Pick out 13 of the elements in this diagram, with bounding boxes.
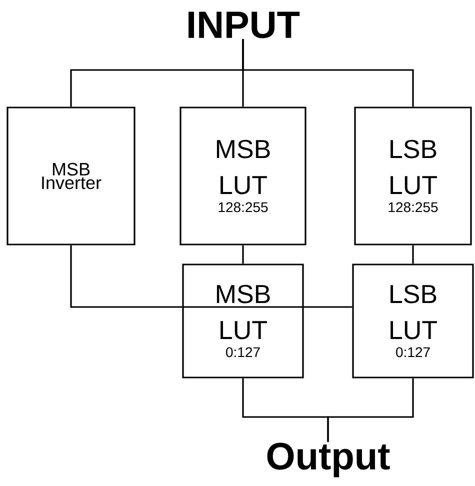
connector-line — [327, 378, 414, 442]
connector-line — [242, 245, 244, 264]
heading-label: INPUT — [188, 12, 300, 38]
connector-line — [412, 245, 414, 264]
lut-box: LSB LUT 0:127 — [352, 264, 474, 378]
connector-line — [70, 245, 182, 308]
heading-label: Output — [267, 442, 390, 478]
lut-box: MSB LUT 128:255 — [180, 106, 306, 246]
lut-box: LSB LUT 128:255 — [354, 106, 472, 246]
connector-line — [242, 39, 414, 107]
lut-box: MSB LUT 0:127 — [182, 264, 304, 378]
connector-line — [304, 306, 352, 308]
lut-box: MSB Inverter — [6, 106, 136, 246]
